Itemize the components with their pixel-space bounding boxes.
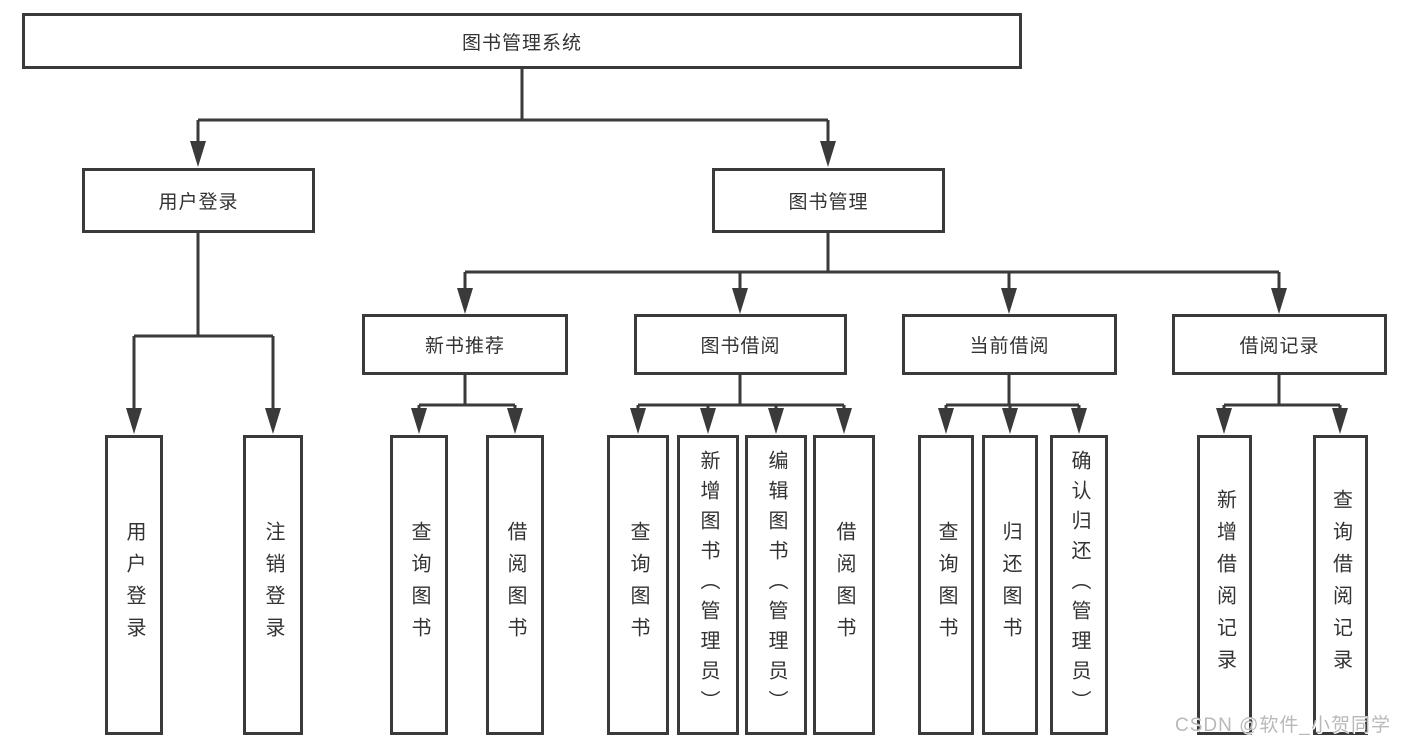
- leaf-query-books-recommend: 查询图书: [390, 435, 448, 735]
- leaf-query-books-borrow: 查询图书: [607, 435, 669, 735]
- arrowhead: [630, 408, 646, 434]
- leaf-label: 查询图书: [935, 521, 957, 649]
- leaf-label: 新增图书（管理员）: [697, 450, 719, 720]
- leaf-logout: 注销登录: [243, 435, 303, 735]
- node-new-book-recommend: 新书推荐: [362, 314, 568, 375]
- leaf-add-book-admin: 新增图书（管理员）: [677, 435, 739, 735]
- leaf-label: 新增借阅记录: [1213, 489, 1236, 681]
- arrowhead: [265, 408, 281, 434]
- leaf-return-books: 归还图书: [982, 435, 1038, 735]
- arrowhead: [1001, 288, 1017, 314]
- arrowhead: [1271, 288, 1287, 314]
- node-user-login: 用户登录: [82, 168, 315, 233]
- leaf-label: 注销登录: [262, 521, 284, 649]
- connector-userlogin-to-leaves: [132, 233, 275, 416]
- connector-paths: [132, 69, 1342, 416]
- arrowhead: [700, 408, 716, 434]
- arrowhead: [1002, 408, 1018, 434]
- arrowhead: [1216, 408, 1232, 434]
- leaf-borrow-books-recommend: 借阅图书: [486, 435, 544, 735]
- node-root: 图书管理系统: [22, 13, 1022, 69]
- leaf-borrow-books: 借阅图书: [813, 435, 875, 735]
- node-borrow-records: 借阅记录: [1172, 314, 1387, 375]
- leaf-query-borrow-record: 查询借阅记录: [1313, 435, 1368, 735]
- connector-bookborrow-to-leaves: [636, 375, 846, 416]
- arrowhead: [457, 288, 473, 314]
- node-current-borrow: 当前借阅: [902, 314, 1117, 375]
- leaf-label: 查询图书: [627, 521, 649, 649]
- leaf-user-login: 用户登录: [105, 435, 163, 735]
- arrowhead: [732, 288, 748, 314]
- leaf-label: 编辑图书（管理员）: [765, 450, 787, 720]
- node-book-borrow: 图书借阅: [634, 314, 847, 375]
- leaf-label: 借阅图书: [504, 521, 526, 649]
- leaf-label: 借阅图书: [833, 521, 855, 649]
- leaf-edit-book-admin: 编辑图书（管理员）: [745, 435, 807, 735]
- arrowhead: [1332, 408, 1348, 434]
- leaf-label: 确认归还（管理员）: [1068, 450, 1090, 720]
- leaf-label: 归还图书: [999, 521, 1021, 649]
- arrowhead: [1071, 408, 1087, 434]
- arrowheads: [126, 141, 1348, 434]
- arrowhead: [836, 408, 852, 434]
- arrowhead: [938, 408, 954, 434]
- arrowhead: [126, 408, 142, 434]
- leaf-label: 用户登录: [123, 521, 145, 649]
- arrowhead: [820, 141, 836, 167]
- arrowhead: [190, 141, 206, 167]
- node-book-management: 图书管理: [712, 168, 945, 233]
- leaf-label: 查询借阅记录: [1329, 489, 1352, 681]
- connector-newrec-to-leaves: [417, 375, 517, 416]
- arrowhead: [768, 408, 784, 434]
- arrowhead: [411, 408, 427, 434]
- connector-bookmgmt-to-level3: [463, 233, 1281, 296]
- leaf-label: 查询图书: [408, 521, 430, 649]
- leaf-confirm-return-admin: 确认归还（管理员）: [1050, 435, 1108, 735]
- csdn-watermark: CSDN @软件_小贺同学: [1175, 715, 1391, 736]
- leaf-add-borrow-record: 新增借阅记录: [1197, 435, 1252, 735]
- connector-borrowrecords-to-leaves: [1222, 375, 1342, 416]
- connector-root-to-level2: [196, 69, 830, 150]
- leaf-query-books-current: 查询图书: [918, 435, 974, 735]
- arrowhead: [507, 408, 523, 434]
